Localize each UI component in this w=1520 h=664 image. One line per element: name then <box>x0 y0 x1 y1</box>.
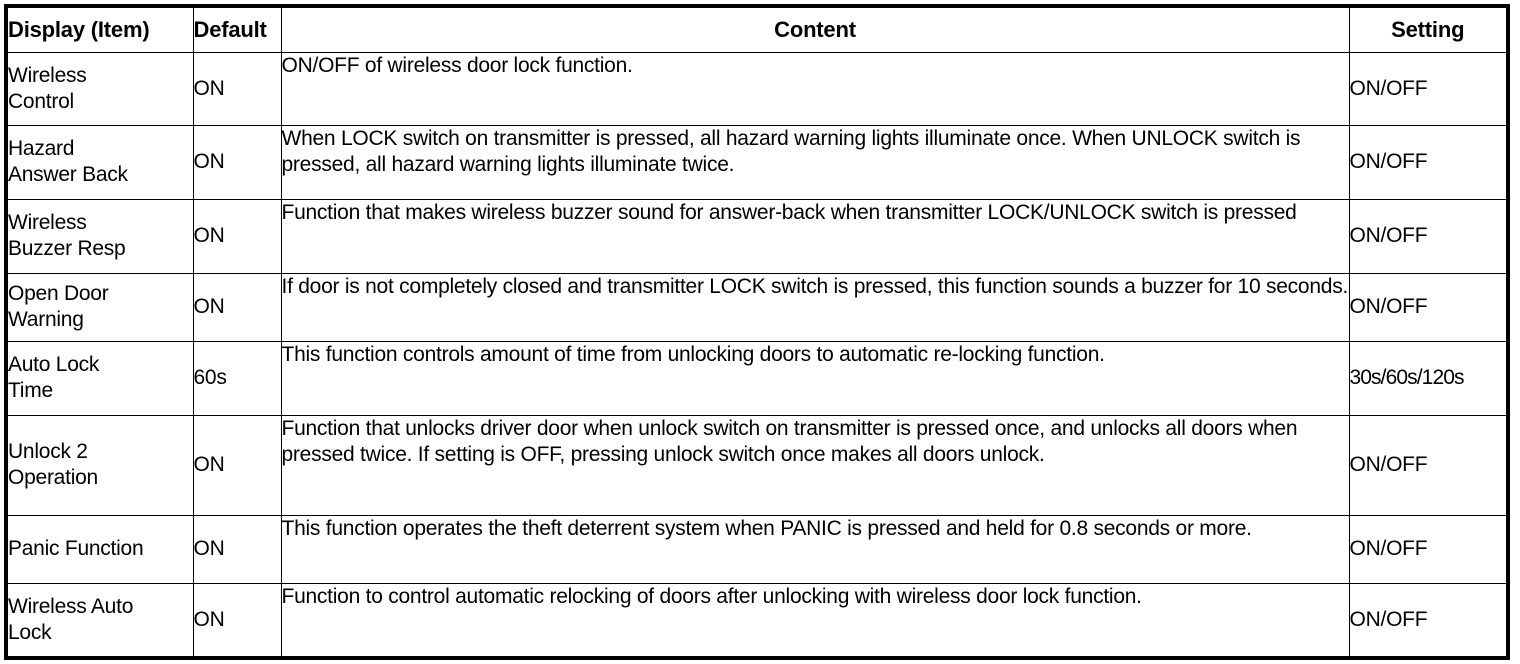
cell-content-description: Function that makes wireless buzzer soun… <box>280 198 1350 274</box>
table-header-row: Display (Item) Default Content Setting <box>5 5 1509 53</box>
cell-display-item: Hazard Answer Back <box>5 124 194 200</box>
cell-setting-options: ON/OFF <box>1348 124 1509 200</box>
cell-setting-options: ON/OFF <box>1348 582 1509 659</box>
cell-setting-options: ON/OFF <box>1348 514 1509 584</box>
cell-setting-options: 30s/60s/120s <box>1348 340 1509 416</box>
cell-content-description: This function controls amount of time fr… <box>280 340 1350 416</box>
table-body: Wireless Control ON ON/OFF of wireless d… <box>5 51 1509 659</box>
table-row: Unlock 2 Operation ON Function that unlo… <box>5 414 1509 516</box>
cell-display-item: Unlock 2 Operation <box>5 414 194 516</box>
cell-content-description: Function to control automatic relocking … <box>280 582 1350 659</box>
table-row: Panic Function ON This function operates… <box>5 514 1509 584</box>
table-row: Auto Lock Time 60s This function control… <box>5 340 1509 416</box>
cell-display-item: Panic Function <box>5 514 194 584</box>
cell-display-item: Wireless Auto Lock <box>5 582 194 659</box>
cell-default-value: ON <box>192 124 282 200</box>
cell-content-description: When LOCK switch on transmitter is press… <box>280 124 1350 200</box>
table-row: Hazard Answer Back ON When LOCK switch o… <box>5 124 1509 200</box>
column-header-setting: Setting <box>1348 5 1509 53</box>
cell-setting-options: ON/OFF <box>1348 198 1509 274</box>
cell-content-description: ON/OFF of wireless door lock function. <box>280 51 1350 126</box>
column-header-content: Content <box>280 5 1350 53</box>
cell-display-item: Wireless Control <box>5 51 194 126</box>
table-row: Wireless Buzzer Resp ON Function that ma… <box>5 198 1509 274</box>
table-row: Open Door Warning ON If door is not comp… <box>5 272 1509 342</box>
wireless-door-lock-settings-table: Display (Item) Default Content Setting W… <box>4 4 1510 660</box>
cell-setting-options: ON/OFF <box>1348 51 1509 126</box>
column-header-display-item: Display (Item) <box>5 5 194 53</box>
cell-display-item: Wireless Buzzer Resp <box>5 198 194 274</box>
cell-default-value: ON <box>192 198 282 274</box>
cell-default-value: ON <box>192 514 282 584</box>
cell-default-value: ON <box>192 272 282 342</box>
cell-content-description: Function that unlocks driver door when u… <box>280 414 1350 516</box>
table-row: Wireless Control ON ON/OFF of wireless d… <box>5 51 1509 126</box>
table-header: Display (Item) Default Content Setting <box>5 5 1509 53</box>
cell-default-value: ON <box>192 51 282 126</box>
table-row: Wireless Auto Lock ON Function to contro… <box>5 582 1509 659</box>
cell-default-value: ON <box>192 582 282 659</box>
cell-content-description: If door is not completely closed and tra… <box>280 272 1350 342</box>
column-header-default: Default <box>192 5 282 53</box>
cell-content-description: This function operates the theft deterre… <box>280 514 1350 584</box>
cell-display-item: Auto Lock Time <box>5 340 194 416</box>
cell-default-value: ON <box>192 414 282 516</box>
cell-default-value: 60s <box>192 340 282 416</box>
cell-display-item: Open Door Warning <box>5 272 194 342</box>
cell-setting-options: ON/OFF <box>1348 414 1509 516</box>
cell-setting-options: ON/OFF <box>1348 272 1509 342</box>
